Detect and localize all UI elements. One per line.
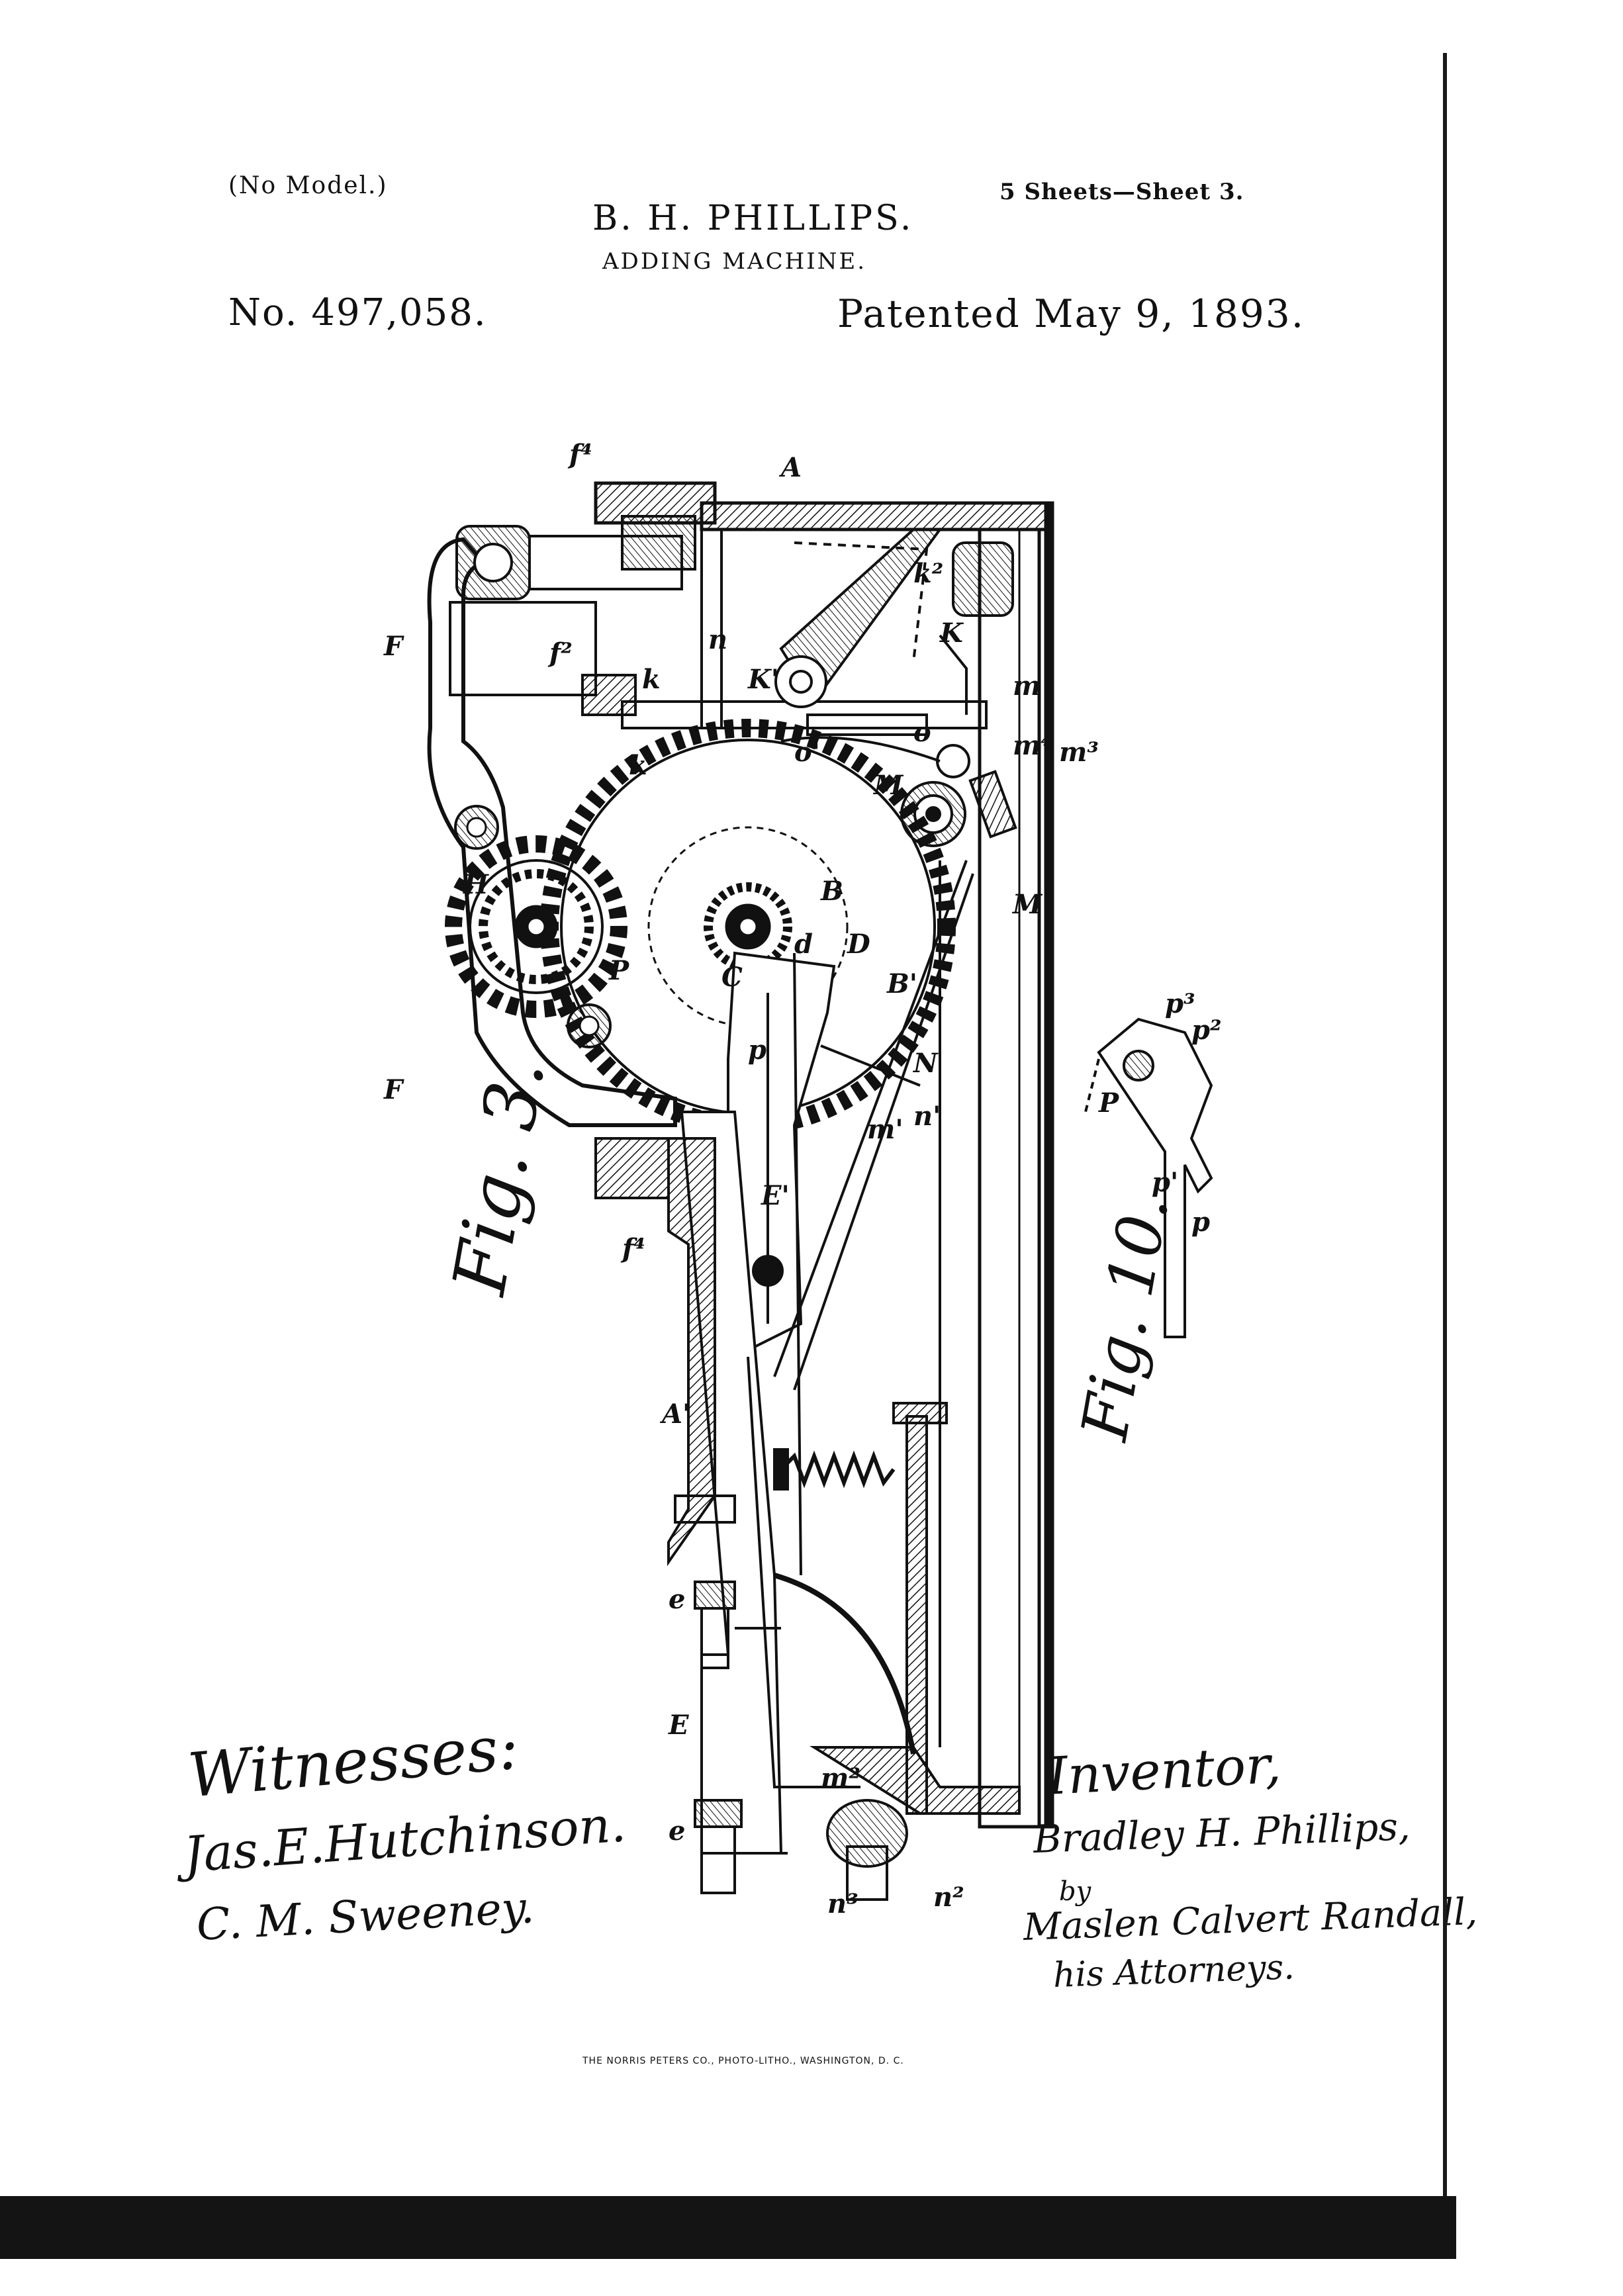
label-p: p xyxy=(748,1034,766,1066)
label-f2: f² xyxy=(547,637,573,668)
label-f4-bottom: f⁴ xyxy=(620,1233,645,1264)
right-scan-border xyxy=(1443,53,1447,2230)
rods xyxy=(773,860,974,1747)
sheet-count: 5 Sheets—Sheet 3. xyxy=(999,179,1244,205)
label-k-prime: k' xyxy=(629,750,655,781)
label-C: C xyxy=(721,962,743,993)
label-E: E xyxy=(668,1710,689,1741)
label-p2: p² xyxy=(1191,1015,1222,1046)
label-F-top: F xyxy=(383,631,404,662)
label-k: k xyxy=(642,664,661,695)
label-e-top: e xyxy=(669,1584,685,1615)
label-B: B xyxy=(820,876,843,907)
top-roller xyxy=(449,515,988,729)
label-m-prime: m' xyxy=(867,1114,904,1145)
label-n2: n² xyxy=(933,1882,964,1913)
ratchet-wheel-H xyxy=(445,805,627,1048)
label-A: A xyxy=(778,452,802,483)
invention-title: ADDING MACHINE. xyxy=(602,248,867,275)
label-K-prime: K' xyxy=(747,664,779,695)
printer-credit: THE NORRIS PETERS CO., PHOTO-LITHO., WAS… xyxy=(582,2056,904,2066)
patent-date: Patented May 9, 1893. xyxy=(837,291,1305,336)
label-D: D xyxy=(847,929,870,960)
lever-arm-F xyxy=(427,537,677,1127)
label-p3: p³ xyxy=(1165,988,1195,1019)
label-B-prime: B' xyxy=(886,968,917,999)
label-M: M xyxy=(872,770,904,801)
label-A-prime: A' xyxy=(659,1399,690,1430)
key-buttons xyxy=(694,1581,908,1901)
label-o-prime: o' xyxy=(794,737,820,768)
fig3-label: Fig. 3. xyxy=(436,1053,561,1302)
inventor-title: Inventor, xyxy=(1046,1735,1283,1807)
no-model-note: (No Model.) xyxy=(228,172,388,199)
label-n-top: n xyxy=(708,624,727,655)
patent-number: No. 497,058. xyxy=(228,291,487,334)
label-P-fig10: P xyxy=(1098,1087,1120,1119)
bottom-scan-band xyxy=(0,2196,1456,2259)
label-H: H xyxy=(463,869,489,900)
latch-mechanism-K xyxy=(774,528,1014,736)
label-d: d xyxy=(794,929,813,960)
label-N: N xyxy=(912,1048,939,1079)
label-o: o xyxy=(913,717,931,748)
label-K: K xyxy=(939,618,964,649)
label-n-prime: n' xyxy=(913,1101,941,1132)
reference-labels: A f⁴ F f² k n K' k² K m m³ m⁴ M M' o o' … xyxy=(383,439,1222,1919)
label-M-prime: M' xyxy=(1011,889,1050,920)
label-m3: m³ xyxy=(1059,737,1099,768)
inventor-name: B. H. PHILLIPS. xyxy=(592,199,914,238)
label-P: P xyxy=(608,955,630,986)
label-p-prime: p' xyxy=(1152,1167,1178,1198)
label-e-bottom: e xyxy=(669,1815,685,1847)
label-m2: m² xyxy=(821,1763,860,1794)
fig10-detail xyxy=(1084,1017,1213,1338)
attorneys-role: his Attorneys. xyxy=(1052,1947,1295,1996)
label-m4: m⁴ xyxy=(1013,730,1052,761)
label-n3: n³ xyxy=(827,1888,858,1919)
main-frame xyxy=(594,481,1054,1829)
bracket-A-prime xyxy=(594,1137,736,1567)
label-F-bottom: F xyxy=(383,1074,404,1105)
label-f4-top: f⁴ xyxy=(567,439,592,470)
label-m: m xyxy=(1013,670,1041,702)
label-E-prime: E' xyxy=(761,1180,790,1211)
spring-bracket xyxy=(773,1402,1021,1815)
by-text: by xyxy=(1059,1876,1091,1907)
label-k2: k² xyxy=(913,558,943,589)
label-p-fig10: p xyxy=(1191,1207,1210,1238)
